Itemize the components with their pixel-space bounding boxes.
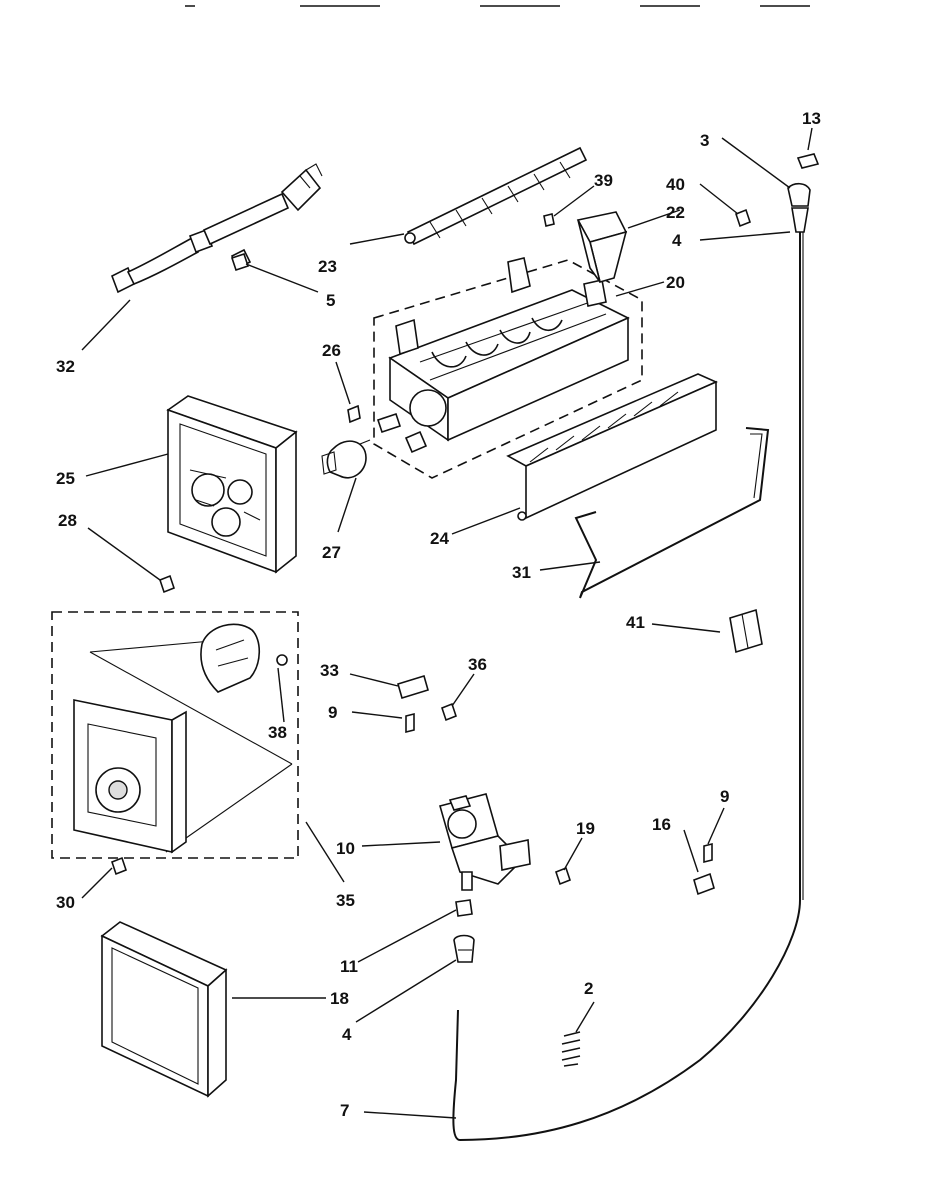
- callout-28: 28: [58, 511, 77, 530]
- shutoff-arm-part-31: [574, 427, 770, 599]
- callout-31: 31: [512, 563, 531, 582]
- callout-7: 7: [340, 1101, 349, 1120]
- callout-33: 33: [320, 661, 339, 680]
- screw-part-9-lower: [703, 842, 713, 864]
- callout-22: 22: [666, 203, 685, 222]
- spring-part-2: [561, 1031, 581, 1067]
- callout-19: 19: [576, 819, 595, 838]
- callout-4-top: 4: [672, 231, 682, 250]
- screw-part-40: [735, 208, 751, 228]
- callout-27: 27: [322, 543, 341, 562]
- callout-10: 10: [336, 839, 355, 858]
- bracket-part-33: [397, 674, 429, 700]
- callout-9-lower: 9: [720, 787, 729, 806]
- wire-harness-part-32: [110, 163, 323, 294]
- callout-13: 13: [802, 109, 821, 128]
- callout-38: 38: [268, 723, 287, 742]
- callout-2: 2: [584, 979, 593, 998]
- clip-part-26: [347, 404, 361, 424]
- thermostat-part-27: [321, 439, 371, 479]
- callout-5: 5: [326, 291, 335, 310]
- callout-36: 36: [468, 655, 487, 674]
- pin-part-13: [796, 153, 820, 169]
- callout-labels: 13 3 40 22 4 39 23 20 5 32 26 25 24 27 2…: [56, 109, 821, 1120]
- water-tube: [452, 182, 811, 1142]
- leader-lines: [81, 127, 813, 1119]
- clamp-part-16: [693, 872, 715, 896]
- screw-part-30: [111, 856, 127, 876]
- module-assembly-part-35: [51, 611, 299, 859]
- ice-mold-part-20: [373, 257, 643, 479]
- callout-41: 41: [626, 613, 645, 632]
- callout-30: 30: [56, 893, 75, 912]
- clip-part-41: [729, 608, 763, 654]
- stripper-part-24: [506, 373, 718, 521]
- screw-part-36: [441, 702, 457, 722]
- callout-26: 26: [322, 341, 341, 360]
- callout-40: 40: [666, 175, 685, 194]
- cover-box-part-18: [100, 921, 228, 1098]
- callout-20: 20: [666, 273, 685, 292]
- fitting-part-4-lower: [453, 934, 475, 963]
- ring-part-11: [455, 899, 473, 917]
- callout-11: 11: [340, 957, 358, 976]
- screw-part-39: [543, 213, 555, 227]
- screw-part-19: [555, 866, 571, 886]
- ejector-part-23: [404, 146, 588, 246]
- callout-9-upper: 9: [328, 703, 337, 722]
- callout-18: 18: [330, 989, 349, 1008]
- callout-32: 32: [56, 357, 75, 376]
- screw-part-28: [159, 574, 175, 594]
- callout-16: 16: [652, 815, 671, 834]
- bin-part-22: [576, 211, 628, 283]
- callout-24: 24: [430, 529, 449, 548]
- callout-23: 23: [318, 257, 337, 276]
- callout-25: 25: [56, 469, 75, 488]
- callout-39: 39: [594, 171, 613, 190]
- callout-4-lower: 4: [342, 1025, 352, 1044]
- callout-35: 35: [336, 891, 355, 910]
- water-valve-part-10: [439, 793, 531, 891]
- screw-part-9-upper: [405, 712, 415, 734]
- clip-part-5: [230, 252, 250, 272]
- callout-3: 3: [700, 131, 709, 150]
- motor-housing-part-25: [166, 395, 298, 574]
